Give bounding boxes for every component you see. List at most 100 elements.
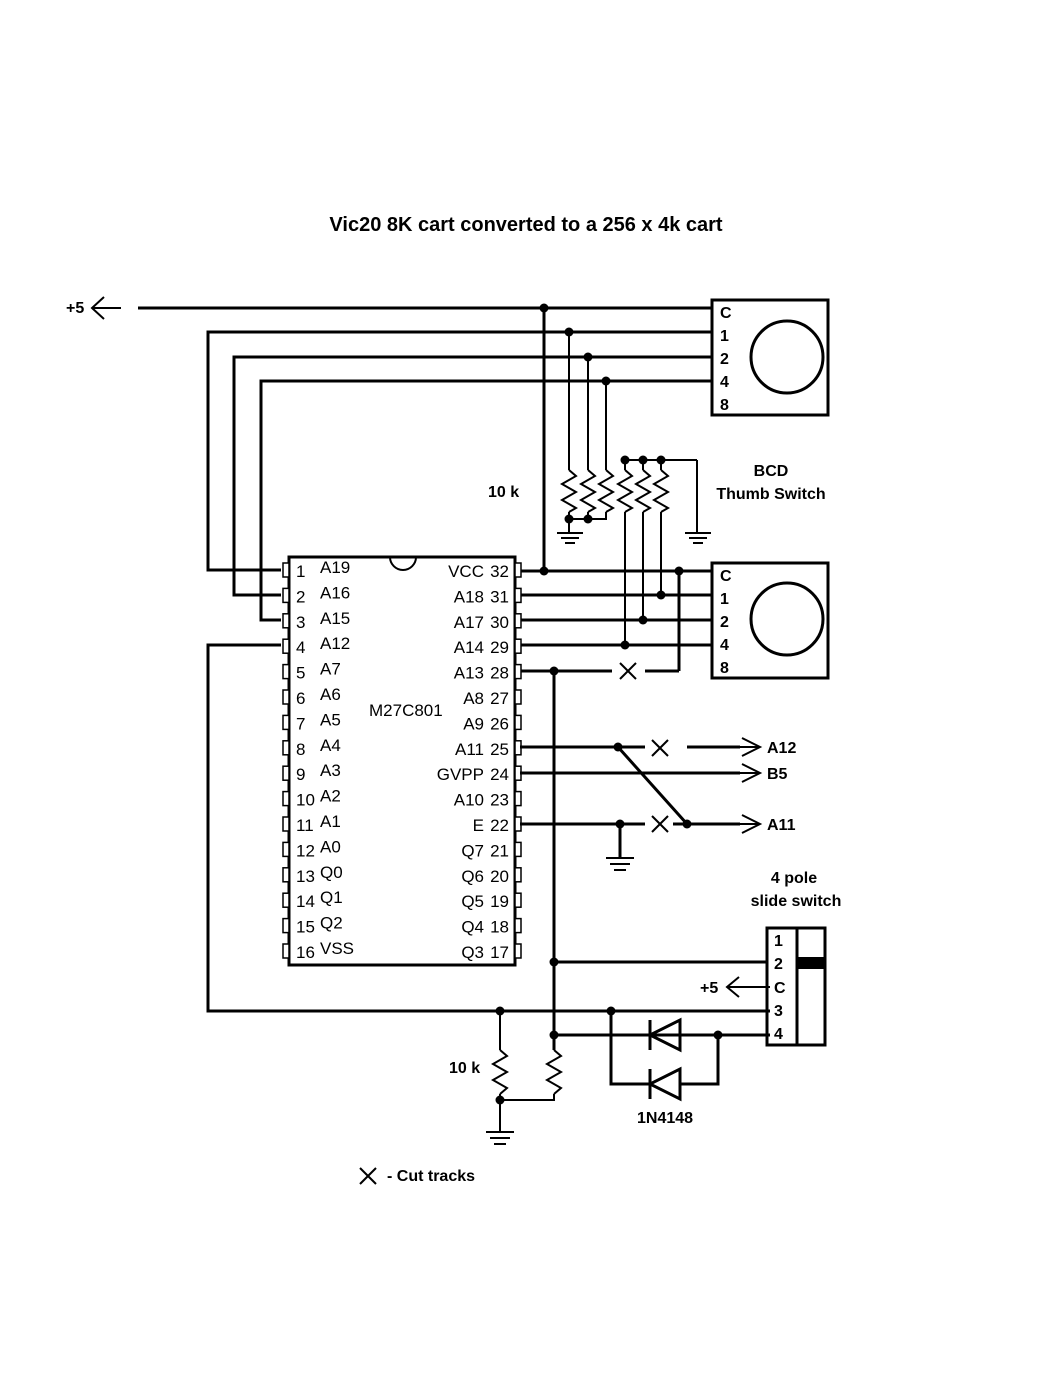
chip-pin-name: Q6 bbox=[461, 867, 484, 886]
ground-symbol-4 bbox=[486, 1131, 514, 1145]
chip-pin-number: 16 bbox=[296, 943, 315, 962]
chip-pin-stub bbox=[282, 740, 290, 756]
chip-pin-number: 32 bbox=[490, 562, 509, 581]
chip-pin-number: 18 bbox=[490, 918, 509, 937]
chip-pin-number: 11 bbox=[296, 816, 314, 835]
thumb-switch-label-1: BCD bbox=[754, 463, 789, 480]
chip-pin-name: Q4 bbox=[461, 918, 484, 937]
chip-pin-stub bbox=[514, 917, 522, 934]
chip-pin-number: 2 bbox=[296, 587, 305, 606]
chip-pin-name: A3 bbox=[320, 761, 341, 780]
ground-symbol-2 bbox=[685, 532, 711, 544]
chip-pin-stub bbox=[282, 587, 290, 604]
chip-pin-stub bbox=[282, 714, 290, 731]
slide-pin-2: 2 bbox=[774, 956, 783, 973]
legend: - Cut tracks bbox=[359, 1167, 475, 1185]
chip-pin-stub bbox=[282, 892, 290, 908]
output-label-b5: B5 bbox=[767, 766, 788, 783]
chip-pin-stub bbox=[514, 867, 522, 883]
thumb-switch-2: C 1 2 4 8 bbox=[710, 561, 830, 680]
chip-pin-name: A6 bbox=[320, 685, 341, 704]
chip-pin-stub bbox=[282, 765, 290, 781]
output-label-a12: A12 bbox=[767, 740, 796, 757]
chip-pin-number: 7 bbox=[296, 714, 305, 733]
slide-pin-1: 1 bbox=[774, 933, 783, 950]
chip-pin-number: 26 bbox=[490, 714, 509, 733]
chip-pin-name: Q3 bbox=[461, 943, 484, 962]
diagram-title: Vic20 8K cart converted to a 256 x 4k ca… bbox=[329, 214, 723, 236]
chip-pin-name: Q0 bbox=[320, 863, 343, 882]
slide-pin-3: 3 bbox=[774, 1003, 783, 1020]
chip-pin-number: 31 bbox=[490, 587, 509, 606]
thumb1-pin-8: 8 bbox=[720, 397, 729, 414]
a12-wire bbox=[206, 643, 770, 1013]
pulldown-wires-top bbox=[568, 332, 607, 470]
chip-pin-stub bbox=[514, 587, 522, 604]
ground-symbol-1 bbox=[557, 532, 583, 544]
chip-pin-name: A4 bbox=[320, 736, 341, 755]
chip-pin-stub bbox=[514, 714, 522, 731]
chip-pin-stub bbox=[282, 816, 290, 832]
chip-pin-name: A18 bbox=[454, 587, 484, 606]
chip-pin-name: A13 bbox=[454, 664, 484, 683]
chip-pin-number: 27 bbox=[490, 689, 509, 708]
chip-pin-number: 9 bbox=[296, 765, 305, 784]
chip-pin-number: 21 bbox=[490, 841, 509, 860]
chip-pin-number: 14 bbox=[296, 892, 315, 911]
chip-pin-name: Q5 bbox=[461, 892, 484, 911]
chip-pin-name: A5 bbox=[320, 710, 341, 729]
chip-pin-number: 10 bbox=[296, 791, 315, 810]
chip-pin-number: 3 bbox=[296, 613, 305, 632]
chip-pin-number: 30 bbox=[490, 613, 509, 632]
thumb2-pin-1: 1 bbox=[720, 591, 729, 608]
chip-pin-number: 8 bbox=[296, 740, 305, 759]
slide-pin-4: 4 bbox=[774, 1026, 783, 1043]
chip-pin-number: 17 bbox=[490, 943, 509, 962]
chip-pin-name: VSS bbox=[320, 939, 354, 958]
junction-dots bbox=[495, 303, 723, 1105]
legend-text: - Cut tracks bbox=[387, 1168, 475, 1185]
chip-pin-number: 29 bbox=[490, 638, 509, 657]
resistor-label-1: 10 k bbox=[488, 484, 519, 501]
chip-pin-stub bbox=[514, 663, 522, 680]
chip-pin-name: A11 bbox=[455, 740, 484, 759]
slide-switch-label-1: 4 pole bbox=[771, 870, 817, 887]
chip-pin-number: 15 bbox=[296, 918, 315, 937]
chip-pin-name: GVPP bbox=[437, 765, 484, 784]
chip-pin-stub bbox=[282, 943, 290, 959]
chip-pin-stub bbox=[282, 638, 290, 654]
thumb2-pin-2: 2 bbox=[720, 614, 729, 631]
chip-pin-number: 22 bbox=[490, 816, 509, 835]
cut-mark-a12 bbox=[651, 739, 669, 757]
chip-pin-name: A19 bbox=[320, 558, 350, 577]
chip-pin-name: A17 bbox=[454, 613, 484, 632]
cut-mark-a13 bbox=[619, 662, 637, 680]
thumb1-pin-4: 4 bbox=[720, 374, 729, 391]
chip-pin-name: A8 bbox=[463, 689, 484, 708]
chip-pin-number: 1 bbox=[296, 562, 305, 581]
chip-pin-name: A10 bbox=[454, 791, 484, 810]
chip-pin-number: 24 bbox=[490, 765, 509, 784]
chip-pin-stub bbox=[282, 689, 290, 705]
chip-pin-number: 19 bbox=[490, 892, 509, 911]
chip-pin-stub bbox=[282, 562, 290, 578]
chip-pin-number: 13 bbox=[296, 867, 315, 886]
chip-pin-stub bbox=[514, 943, 522, 959]
power-rail-slide: +5 bbox=[700, 976, 770, 998]
chip-right-pins: 32VCC31A1830A1729A1428A1327A826A925A1124… bbox=[437, 562, 522, 962]
thumb2-pin-c: C bbox=[720, 568, 732, 585]
chip-pin-number: 28 bbox=[490, 664, 509, 683]
power-rail-top: +5 bbox=[66, 296, 712, 320]
chip-pin-stub bbox=[514, 790, 522, 807]
chip-pin-number: 23 bbox=[490, 791, 509, 810]
thumb-switch-1: C 1 2 4 8 bbox=[710, 298, 830, 417]
thumb1-pin-1: 1 bbox=[720, 328, 729, 345]
chip-pin-name: A15 bbox=[320, 609, 350, 628]
chip-pin-name: Q1 bbox=[320, 888, 343, 907]
chip-pin-name: A2 bbox=[320, 787, 341, 806]
chip-pin-name: A9 bbox=[463, 714, 484, 733]
resistor-label-2: 10 k bbox=[449, 1060, 480, 1077]
address-wires-left bbox=[206, 330, 712, 622]
chip-pin-number: 12 bbox=[296, 841, 315, 860]
